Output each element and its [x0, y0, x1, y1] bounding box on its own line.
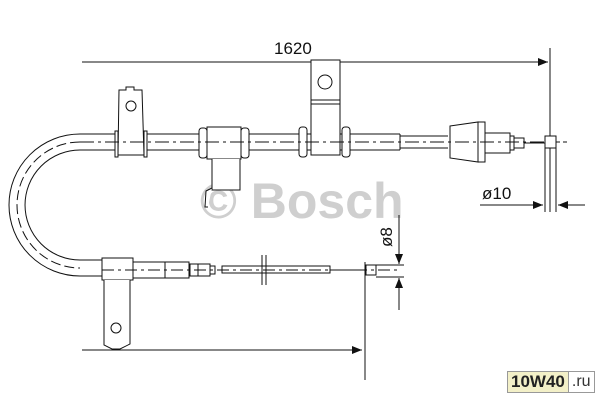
- diameter-8-dimension: ø8: [376, 215, 404, 310]
- mounting-bracket: [114, 86, 148, 158]
- diameter-10-dimension: ø10: [480, 148, 585, 212]
- overall-length-label: 1620: [274, 39, 312, 58]
- svg-text:ø8: ø8: [377, 227, 396, 247]
- mounting-bracket: [298, 59, 351, 158]
- cable-clamp: [198, 126, 250, 208]
- cable-end-nipple: [544, 135, 557, 149]
- svg-text:ø10: ø10: [482, 184, 511, 203]
- lower-cable: [101, 255, 400, 350]
- site-logo: 10W40 .ru: [507, 371, 595, 393]
- lower-length-dimension: [82, 262, 366, 380]
